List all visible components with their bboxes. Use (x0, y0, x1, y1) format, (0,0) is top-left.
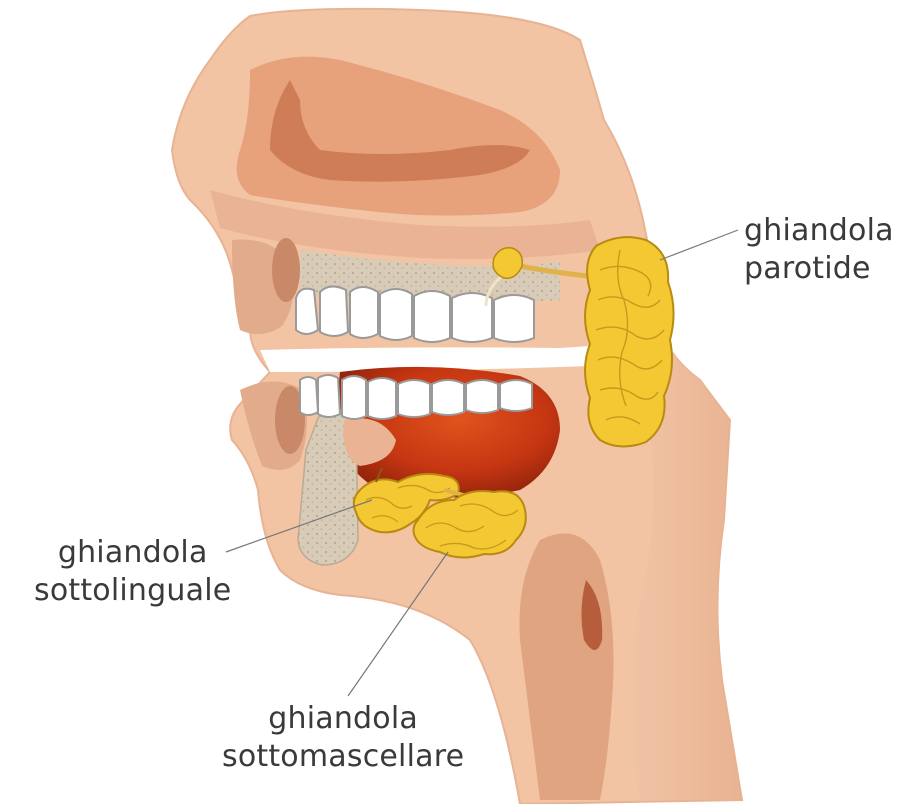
label-ghiandola-parotide: ghiandola parotide (744, 212, 894, 288)
label-sottolinguale-line2: sottolinguale (34, 572, 231, 610)
pointer-line-parotide (660, 230, 738, 260)
upper-lip-muscle (272, 238, 300, 302)
label-ghiandola-sottomascellare: ghiandola sottomascellare (222, 700, 464, 776)
label-parotide-line2: parotide (744, 250, 894, 288)
label-sottomascellare-line2: sottomascellare (222, 738, 464, 776)
label-sottolinguale-line1: ghiandola (34, 534, 231, 572)
label-sottomascellare-line1: ghiandola (222, 700, 464, 738)
label-parotide-line1: ghiandola (744, 212, 894, 250)
parotid-papilla (493, 248, 522, 279)
label-ghiandola-sottolinguale: ghiandola sottolinguale (34, 534, 231, 610)
